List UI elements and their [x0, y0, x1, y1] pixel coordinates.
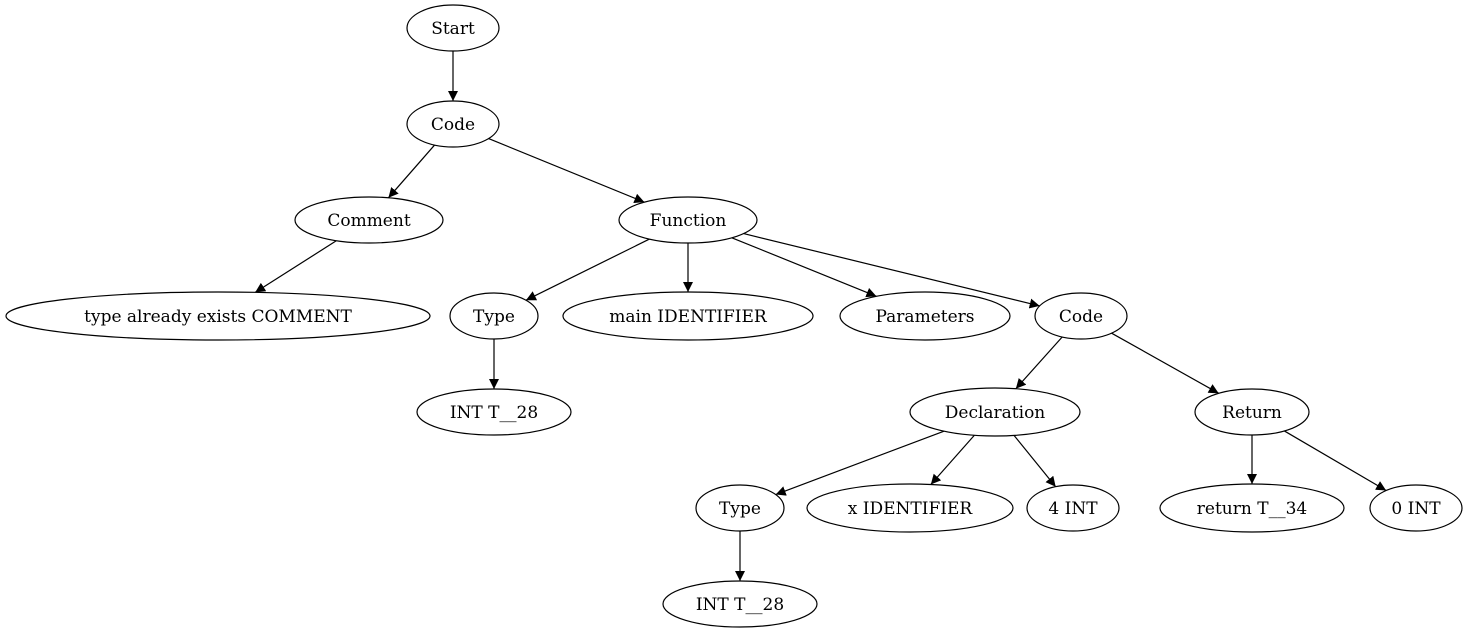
edge-function-to-code2 — [743, 233, 1040, 309]
node-declaration: Declaration — [909, 387, 1081, 437]
edge-declaration-to-x_id — [930, 434, 975, 485]
edge-code1-to-comment — [387, 144, 436, 199]
node-ellipse — [449, 292, 539, 340]
node-label: 4 INT — [1048, 499, 1098, 519]
node-ellipse — [406, 100, 500, 148]
node-return-t34: return T__34 — [1159, 483, 1345, 533]
node-label: Type — [473, 307, 515, 327]
node-ellipse — [406, 4, 500, 52]
node-label: Code — [1059, 307, 1103, 327]
node-label: Comment — [327, 211, 410, 231]
edge-code1-to-function — [488, 137, 645, 204]
node-label: INT T__28 — [450, 403, 538, 423]
node-ellipse — [562, 291, 814, 341]
edge-code2-to-declaration — [1015, 336, 1063, 390]
node-label: Declaration — [945, 403, 1046, 423]
edges-layer — [254, 51, 1387, 581]
node-type1: Type — [449, 292, 539, 340]
node-label: INT T__28 — [696, 595, 784, 615]
node-ellipse — [1026, 484, 1120, 532]
node-type2: Type — [695, 484, 785, 532]
edge-declaration-to-four_int — [1013, 435, 1057, 488]
node-int1: INT T__28 — [416, 388, 572, 436]
node-ellipse — [806, 483, 1014, 533]
node-label: type already exists COMMENT — [84, 307, 352, 327]
node-comment-text: type already exists COMMENT — [5, 291, 431, 341]
edge-declaration-to-type2 — [775, 430, 945, 496]
edge-code2-to-return — [1111, 332, 1220, 394]
node-int2: INT T__28 — [662, 580, 818, 628]
edge-function-to-type1 — [525, 238, 650, 301]
node-ellipse — [909, 387, 1081, 437]
node-ellipse — [5, 291, 431, 341]
node-ellipse — [1159, 483, 1345, 533]
node-code1: Code — [406, 100, 500, 148]
node-label: Parameters — [876, 307, 975, 327]
node-label: main IDENTIFIER — [609, 307, 768, 327]
node-function: Function — [618, 196, 758, 244]
node-parameters: Parameters — [839, 291, 1011, 341]
node-zero-int: 0 INT — [1369, 484, 1463, 532]
node-ellipse — [1369, 484, 1463, 532]
node-label: return T__34 — [1197, 499, 1307, 519]
node-x-id: x IDENTIFIER — [806, 483, 1014, 533]
node-ellipse — [416, 388, 572, 436]
node-ellipse — [839, 291, 1011, 341]
edge-return-to-zero_int — [1284, 430, 1387, 492]
node-return: Return — [1194, 388, 1310, 436]
node-label: Code — [431, 115, 475, 135]
node-ellipse — [662, 580, 818, 628]
node-label: Type — [719, 499, 761, 519]
node-ellipse — [1034, 292, 1128, 340]
node-label: Function — [650, 211, 727, 231]
node-ellipse — [1194, 388, 1310, 436]
node-ellipse — [695, 484, 785, 532]
node-code2: Code — [1034, 292, 1128, 340]
node-ellipse — [294, 196, 444, 244]
edge-comment-to-comment_text — [254, 240, 337, 293]
node-comment: Comment — [294, 196, 444, 244]
node-main-id: main IDENTIFIER — [562, 291, 814, 341]
edge-function-to-parameters — [731, 237, 877, 298]
node-four-int: 4 INT — [1026, 484, 1120, 532]
node-label: 0 INT — [1391, 499, 1441, 519]
node-ellipse — [618, 196, 758, 244]
node-label: x IDENTIFIER — [848, 499, 974, 519]
node-label: Return — [1222, 403, 1282, 423]
node-start: Start — [406, 4, 500, 52]
node-label: Start — [431, 19, 475, 39]
